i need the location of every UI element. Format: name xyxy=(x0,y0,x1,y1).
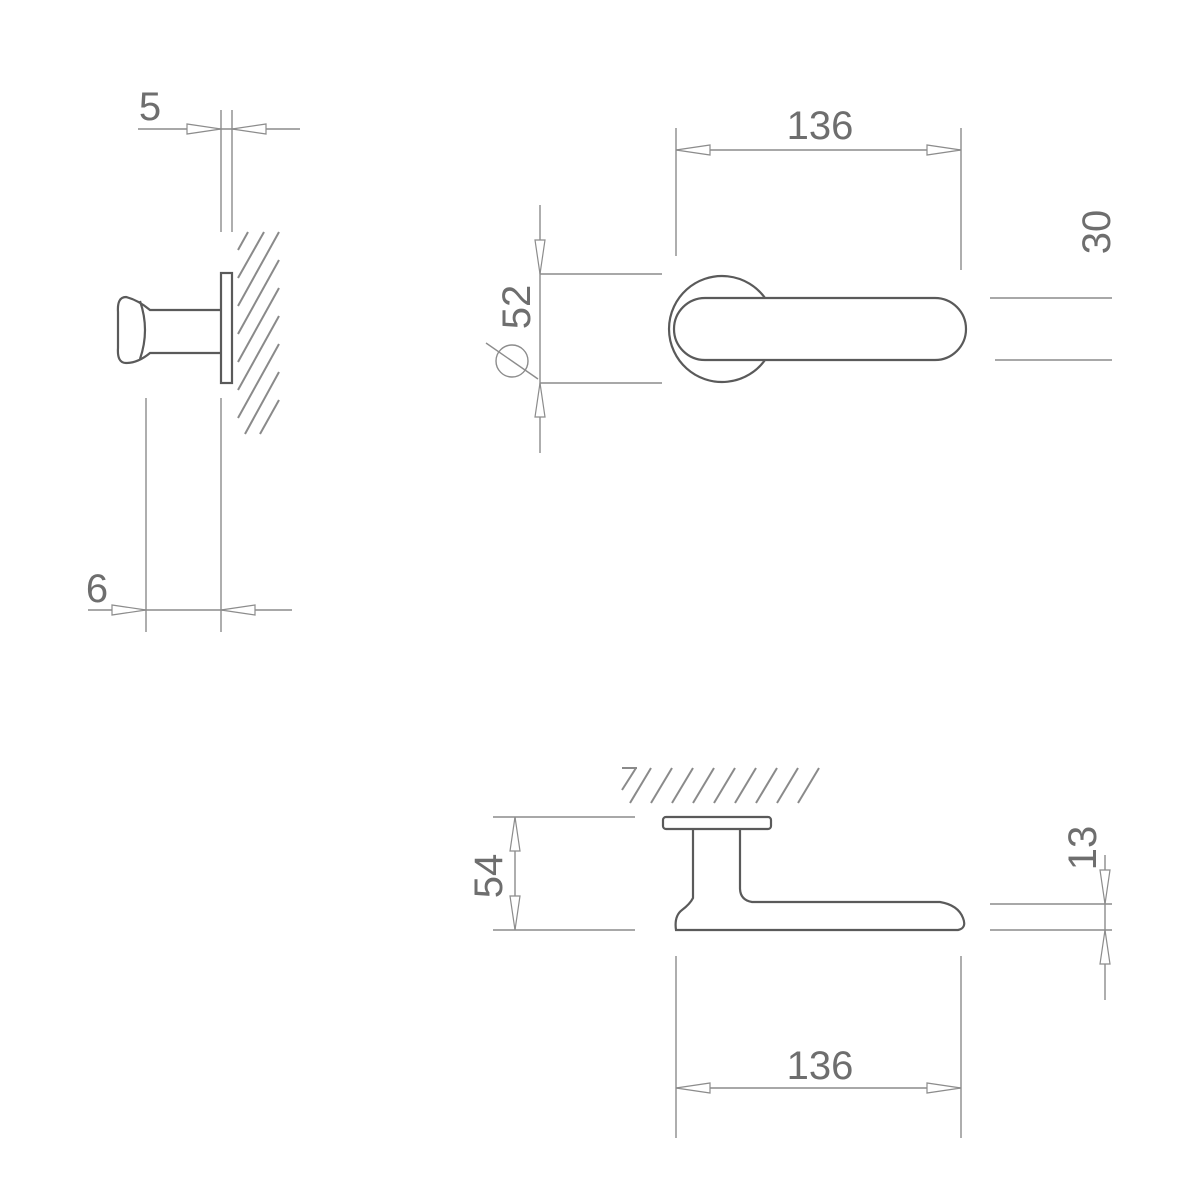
arrow-marker xyxy=(1099,929,1111,965)
dimension-front-lever-width: 30 xyxy=(1075,210,1119,255)
arrow-marker xyxy=(534,382,546,418)
dimension-top-height: 54 xyxy=(467,854,511,899)
arrow-marker xyxy=(675,1082,711,1094)
front-view-rose xyxy=(667,274,766,384)
arrow-marker xyxy=(926,1082,962,1094)
arrow-marker xyxy=(186,123,222,135)
dimension-front-rose-diameter: 52 xyxy=(495,285,539,330)
arrow-marker xyxy=(675,144,711,156)
arrow-marker xyxy=(534,239,546,275)
side-view-lever-profile xyxy=(116,295,221,365)
diameter-symbol-icon xyxy=(485,342,539,380)
arrow-marker xyxy=(111,604,147,616)
top-view-wall-hatch xyxy=(621,767,820,804)
side-view-lever-inner-edge xyxy=(138,300,147,360)
front-view: 136 52 30 xyxy=(485,104,1119,453)
dimension-front-length: 136 xyxy=(787,104,854,148)
side-view-rose-plate xyxy=(219,271,234,385)
side-view-wall-hatch xyxy=(237,231,280,435)
side-view: 5 6 xyxy=(86,85,300,632)
dimension-top-lever-thickness: 13 xyxy=(1061,826,1105,871)
front-view-lever-outline xyxy=(672,296,968,362)
arrow-marker xyxy=(926,144,962,156)
top-view-lever-profile xyxy=(674,829,966,932)
top-view-rose-plate xyxy=(661,815,773,831)
dimension-side-plate-thickness: 5 xyxy=(139,85,161,129)
arrow-marker xyxy=(509,895,521,931)
arrow-marker xyxy=(1099,869,1111,905)
dimension-top-length: 136 xyxy=(787,1044,854,1088)
dimension-side-offset: 6 xyxy=(86,567,108,611)
arrow-marker xyxy=(509,816,521,852)
arrow-marker xyxy=(220,604,256,616)
top-view: 54 13 136 xyxy=(467,767,1112,1138)
arrow-marker xyxy=(231,123,267,135)
